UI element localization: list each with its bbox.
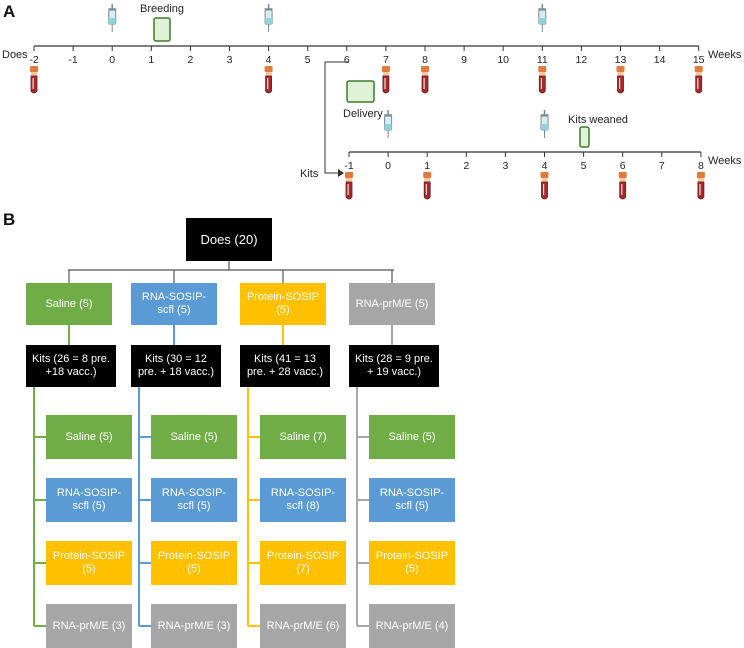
syringe-icon [538, 4, 547, 32]
subgroup-box: Protein-SOSIP (5) [369, 541, 455, 585]
delivery-connector [324, 61, 349, 174]
group-box: Saline (5) [26, 283, 112, 325]
subgroup-box: RNA-SOSIP-scfl (8) [260, 478, 346, 522]
blood-tube-icon [618, 172, 627, 200]
tick-label: 4 [542, 160, 548, 172]
tick-label: -1 [344, 160, 353, 172]
group-box: RNA-SOSIP-scfl (5) [131, 283, 217, 325]
subgroup-box: RNA-prM/E (4) [369, 604, 455, 648]
panel-b-label: B [3, 210, 15, 229]
root-does-box: Does (20) [186, 218, 272, 261]
kits-weaned-label: Kits weaned [568, 114, 628, 126]
subgroup-box: RNA-SOSIP-scfl (5) [46, 478, 132, 522]
tick-label: 11 [537, 54, 548, 66]
group-box: RNA-prM/E (5) [349, 283, 435, 325]
tick-label: 3 [502, 160, 508, 172]
blood-tube-icon [345, 172, 353, 200]
tick-label: 10 [497, 54, 509, 66]
tick-label: 7 [383, 54, 389, 66]
subgroup-box: RNA-SOSIP-scfl (5) [151, 478, 237, 522]
breeding-box [153, 17, 171, 42]
does-axis-label: Does [2, 49, 28, 61]
tick-label: 4 [266, 54, 272, 66]
panel-b-label-holder: B [3, 210, 15, 229]
blood-tube-icon [540, 172, 549, 200]
kits-box: Kits (28 = 9 pre. + 19 vacc.) [349, 345, 439, 387]
tick-label: 2 [187, 54, 193, 66]
blood-tube-icon [538, 66, 547, 94]
tick-label: 2 [463, 160, 469, 172]
tick-label: 1 [148, 54, 154, 66]
kits-box: Kits (26 = 8 pre. +18 vacc.) [26, 345, 116, 387]
kits-axis-unit: Weeks [708, 155, 742, 167]
delivery-label: Delivery [343, 108, 383, 120]
arrowhead-icon [338, 169, 344, 177]
subgroup-box: RNA-prM/E (3) [151, 604, 237, 648]
tick-label: 6 [620, 160, 626, 172]
delivery-box [346, 80, 375, 103]
does-axis-unit: Weeks [708, 49, 742, 61]
kits-box: Kits (30 = 12 pre. + 18 vacc.) [131, 345, 221, 387]
tick-label: 8 [422, 54, 428, 66]
tick-label: 9 [461, 54, 467, 66]
tick-label: 14 [654, 54, 666, 66]
subgroup-box: RNA-SOSIP-scfl (5) [369, 478, 455, 522]
kits-timeline: -1 0 1 2 3 4 5 6 7 8 [344, 110, 705, 200]
tick-label: 0 [385, 160, 391, 172]
subgroup-box: RNA-prM/E (6) [260, 604, 346, 648]
subgroup-box: Protein-SOSIP (7) [260, 541, 346, 585]
tick-label: 5 [581, 160, 587, 172]
breeding-label: Breeding [140, 3, 184, 15]
tick-label: 13 [615, 54, 627, 66]
subgroup-box: Saline (5) [46, 415, 132, 459]
tick-label: 1 [424, 160, 430, 172]
tick-label: 7 [659, 160, 665, 172]
syringe-icon [264, 4, 273, 32]
tick-label: 8 [698, 160, 704, 172]
tick-label: -1 [68, 54, 77, 66]
blood-tube-icon [30, 66, 38, 94]
subgroup-box: Saline (5) [369, 415, 455, 459]
blood-tube-icon [264, 66, 273, 94]
group-box: Protein-SOSIP (5) [240, 283, 326, 325]
blood-tube-icon [381, 66, 390, 94]
syringe-icon [540, 110, 549, 138]
tick-label: 12 [576, 54, 588, 66]
weaned-box [579, 126, 590, 148]
tick-label: 15 [693, 54, 705, 66]
tick-label: 0 [109, 54, 115, 66]
kits-box: Kits (41 = 13 pre. + 28 vacc.) [240, 345, 330, 387]
syringe-icon [108, 4, 117, 32]
syringe-icon [384, 110, 393, 138]
subgroup-box: Protein-SOSIP (5) [151, 541, 237, 585]
panel-a-label: A [3, 2, 15, 21]
blood-tube-icon [696, 172, 705, 200]
blood-tube-icon [694, 66, 703, 94]
subgroup-box: RNA-prM/E (3) [46, 604, 132, 648]
tick-label: -2 [29, 54, 38, 66]
subgroup-box: Protein-SOSIP (5) [46, 541, 132, 585]
blood-tube-icon [421, 66, 429, 94]
subgroup-box: Saline (7) [260, 415, 346, 459]
tick-label: 3 [227, 54, 233, 66]
tick-label: 5 [305, 54, 311, 66]
subgroup-box: Saline (5) [151, 415, 237, 459]
blood-tube-icon [616, 66, 625, 94]
tick-label: 6 [344, 54, 350, 66]
kits-axis-label: Kits [300, 168, 319, 180]
blood-tube-icon [423, 172, 432, 200]
